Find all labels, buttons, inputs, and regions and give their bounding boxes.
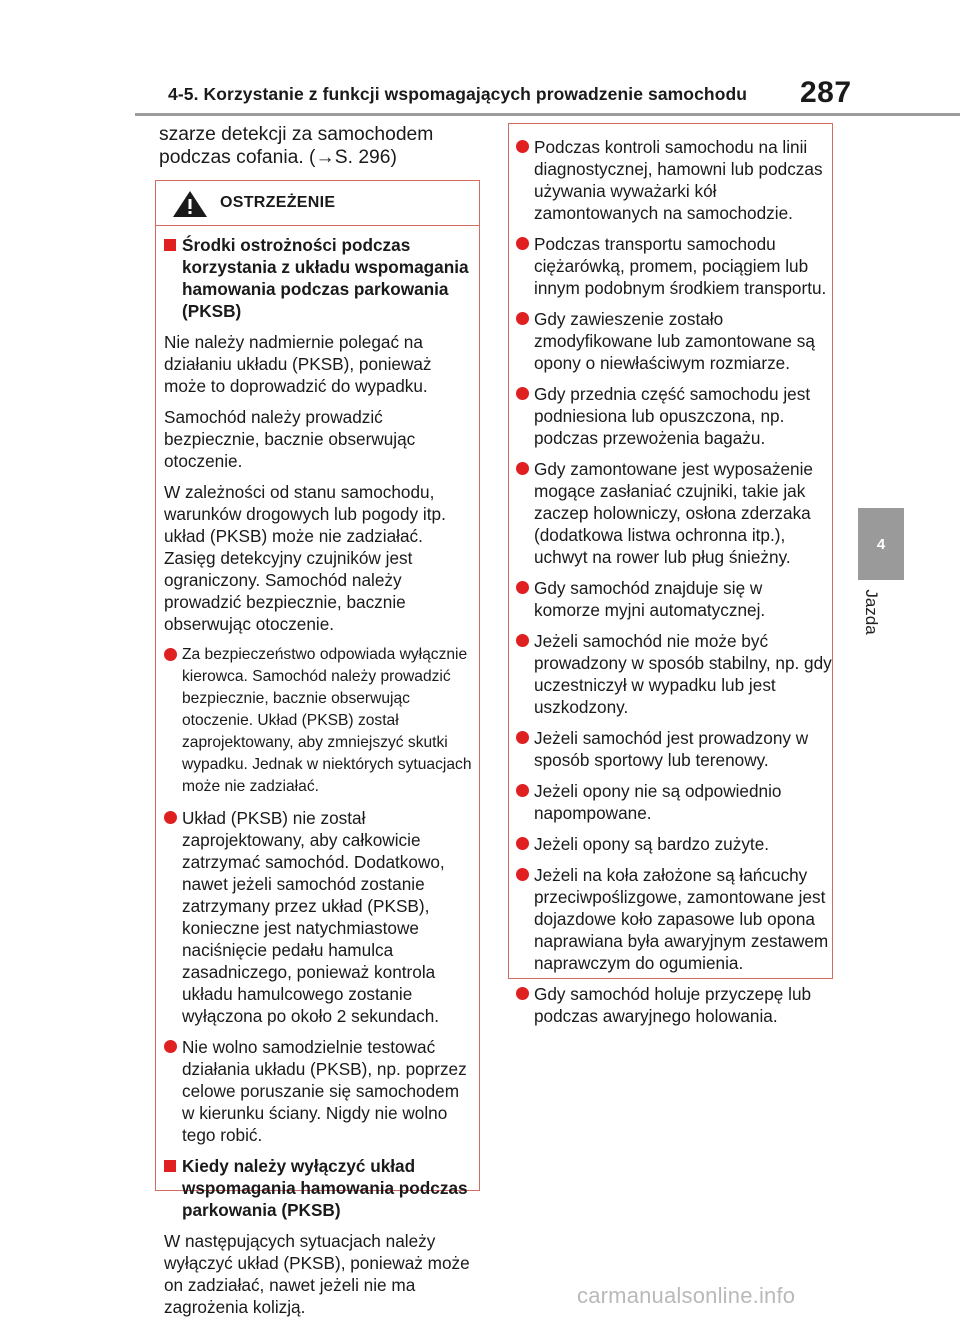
list-item-text: Podczas kontroli samochodu na linii diag…	[534, 137, 823, 223]
red-dot-icon	[516, 837, 529, 850]
list-item: Gdy samochód holuje przyczepę lub podcza…	[516, 983, 832, 1027]
chapter-label-text: Jazda	[862, 589, 881, 635]
warning-divider	[156, 225, 479, 226]
list-item: Gdy samochód znajduje się w komorze myjn…	[516, 577, 832, 621]
lead-paragraph: szarze detekcji za samochodem podczas co…	[159, 124, 434, 168]
list-item: Gdy przednia część samochodu jest podnie…	[516, 383, 832, 449]
section-heading: Środki ostrożności podczas korzystania z…	[164, 234, 475, 322]
red-square-icon	[164, 1160, 176, 1172]
page-header-title: 4-5. Korzystanie z funkcji wspomagającyc…	[168, 84, 748, 104]
bullet-text: Układ (PKSB) nie został zaprojektowany, …	[182, 808, 445, 1026]
section-heading-text: Środki ostrożności podczas korzystania z…	[182, 235, 469, 321]
red-dot-icon	[516, 581, 529, 594]
red-dot-icon	[516, 140, 529, 153]
warning-paragraph: Nie należy nadmiernie polegać na działan…	[164, 332, 432, 396]
warning-body: Środki ostrożności podczas korzystania z…	[164, 234, 475, 1327]
red-dot-icon	[516, 784, 529, 797]
list-item: Gdy zawieszenie zostało zmodyfikowane lu…	[516, 308, 832, 374]
list-item: Podczas kontroli samochodu na linii diag…	[516, 136, 832, 224]
list-item-text: Jeżeli samochód jest prowadzony w sposób…	[534, 728, 809, 770]
list-item-text: Jeżeli opony nie są odpowiednio napompow…	[534, 781, 782, 823]
warning-bullet: Za bezpieczeństwo odpowiada wyłącznie ki…	[164, 644, 475, 798]
list-item-text: Gdy samochód znajduje się w komorze myjn…	[534, 578, 766, 620]
chapter-tab: 4	[858, 508, 904, 580]
warning-triangle-icon	[173, 191, 207, 217]
warning-title: OSTRZEŻENIE	[220, 194, 336, 211]
list-item: Jeżeli samochód nie może być prowadzony …	[516, 630, 832, 718]
red-dot-icon	[516, 462, 529, 475]
chapter-number: 4	[876, 535, 886, 553]
red-dot-icon	[164, 811, 177, 824]
red-dot-icon	[516, 634, 529, 647]
warning-header: OSTRZEŻENIE	[156, 181, 479, 225]
list-item: Gdy zamontowane jest wyposażenie mogące …	[516, 458, 832, 568]
list-item-text: Gdy zawieszenie zostało zmodyfikowane lu…	[534, 309, 815, 373]
red-dot-icon	[164, 1040, 177, 1053]
section-heading-text: Kiedy należy wyłączyć układ wspomagania …	[182, 1156, 468, 1220]
red-dot-icon	[516, 731, 529, 744]
list-item-text: Gdy przednia część samochodu jest podnie…	[534, 384, 811, 448]
bullet-text: Nie wolno samodzielnie testować działani…	[182, 1037, 467, 1145]
red-dot-icon	[516, 868, 529, 881]
warning-paragraph: W następujących sytuacjach należy wyłącz…	[164, 1231, 470, 1317]
list-item-text: Jeżeli opony są bardzo zużyte.	[534, 834, 770, 854]
red-dot-icon	[516, 387, 529, 400]
red-square-icon	[164, 239, 176, 251]
list-item-text: Jeżeli samochód nie może być prowadzony …	[534, 631, 832, 717]
header-divider	[135, 113, 960, 116]
list-item: Jeżeli opony nie są odpowiednio napompow…	[516, 780, 832, 824]
site-watermark: carmanualsonline.info	[577, 1283, 796, 1308]
continuation-list: Podczas kontroli samochodu na linii diag…	[516, 136, 832, 1036]
warning-continuation-box: Podczas kontroli samochodu na linii diag…	[508, 123, 833, 1026]
list-item: Podczas transportu samochodu ciężarówką,…	[516, 233, 832, 299]
red-dot-icon	[516, 312, 529, 325]
list-item: Jeżeli na koła założone są łańcuchy prze…	[516, 864, 832, 974]
warning-bullet: Układ (PKSB) nie został zaprojektowany, …	[164, 807, 475, 1027]
list-item: Jeżeli samochód jest prowadzony w sposób…	[516, 727, 832, 771]
bullet-text: Za bezpieczeństwo odpowiada wyłącznie ki…	[182, 646, 472, 795]
list-item-text: Podczas transportu samochodu ciężarówką,…	[534, 234, 827, 298]
warning-box: OSTRZEŻENIE Środki ostrożności podczas k…	[155, 180, 480, 1317]
red-dot-icon	[516, 237, 529, 250]
list-item-text: Jeżeli na koła założone są łańcuchy prze…	[534, 865, 829, 973]
list-item-text: Gdy zamontowane jest wyposażenie mogące …	[534, 459, 813, 567]
red-dot-icon	[164, 648, 177, 661]
page-number: 287	[800, 76, 852, 109]
warning-bullet: Nie wolno samodzielnie testować działani…	[164, 1036, 475, 1146]
warning-paragraph: W zależności od stanu samochodu, warunkó…	[164, 482, 446, 634]
warning-paragraph: Samochód należy prowadzić bezpiecznie, b…	[164, 407, 416, 471]
list-item: Jeżeli opony są bardzo zużyte.	[516, 833, 832, 855]
section-heading: Kiedy należy wyłączyć układ wspomagania …	[164, 1155, 475, 1221]
red-dot-icon	[516, 987, 529, 1000]
list-item-text: Gdy samochód holuje przyczepę lub podcza…	[534, 984, 812, 1026]
